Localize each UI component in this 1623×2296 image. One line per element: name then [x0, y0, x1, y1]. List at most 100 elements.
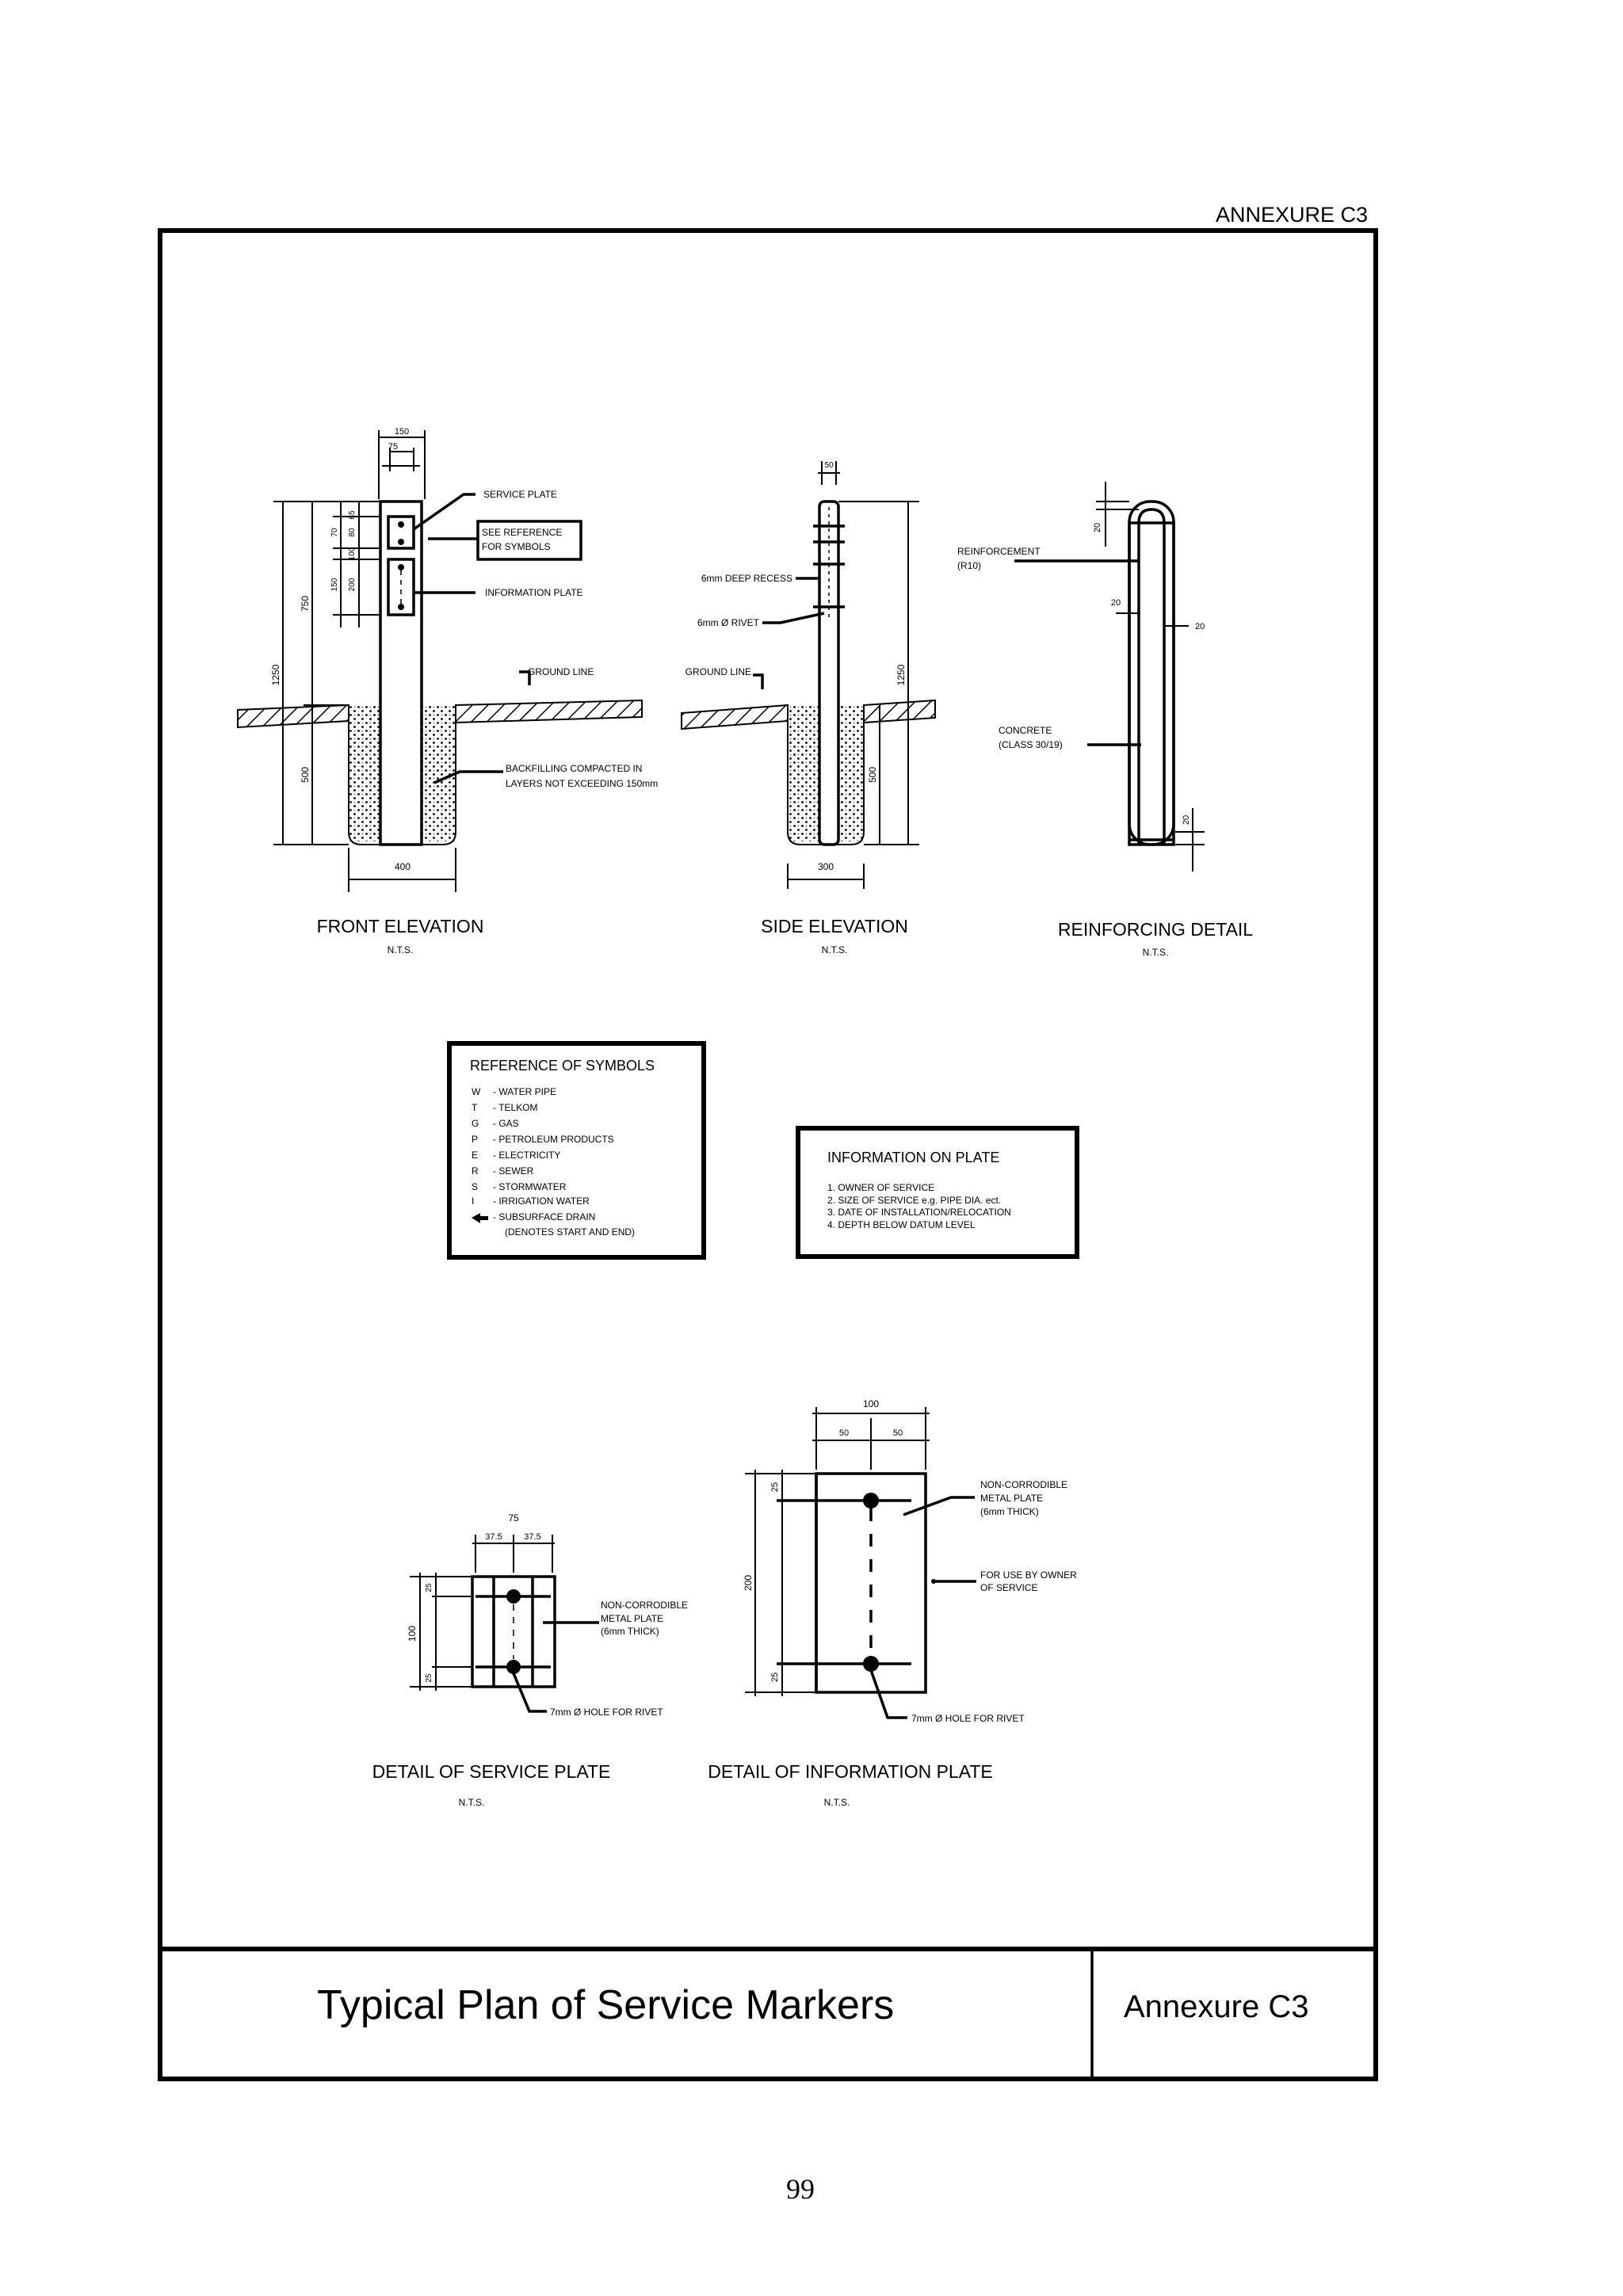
symbol-code: W	[472, 1086, 481, 1097]
information-plate-front	[387, 558, 415, 616]
service-plate-detail-title: DETAIL OF SERVICE PLATE	[372, 1761, 611, 1782]
dim-25-b-info: 25	[770, 1672, 780, 1682]
symbol-desc: - ELECTRICITY	[493, 1150, 560, 1161]
reinforcing-post	[1128, 500, 1175, 846]
dim-37-5-a-service: 37.5	[485, 1532, 502, 1542]
label-ground-line-side: GROUND LINE	[685, 666, 751, 677]
symbol-desc: - SUBSURFACE DRAIN	[493, 1211, 595, 1222]
label-ground-line-front: GROUND LINE	[528, 666, 594, 677]
reinforcing-detail-title: REINFORCING DETAIL	[1058, 919, 1253, 940]
side-post	[818, 500, 840, 846]
dim-500-side: 500	[867, 767, 878, 783]
dim-50-a-info: 50	[839, 1428, 849, 1438]
dim-1250-front: 1250	[270, 664, 281, 685]
info-box-title: INFORMATION ON PLATE	[827, 1150, 999, 1165]
label-metal-plate-2-info: METAL PLATE	[980, 1493, 1043, 1504]
dim-200-front: 200	[348, 578, 357, 591]
backfill-right	[422, 705, 456, 841]
dim-25-b-service: 25	[425, 1673, 433, 1683]
symbols-title: REFERENCE OF SYMBOLS	[470, 1058, 655, 1074]
symbol-code: P	[472, 1134, 478, 1145]
dim-150-left-front: 150	[330, 578, 339, 591]
service-plate-detail-scale: N.T.S.	[459, 1797, 485, 1808]
side-ground-hatch-right	[863, 699, 936, 724]
ground-hatch-left	[237, 704, 349, 729]
dim-20-bot-reinf: 20	[1182, 815, 1191, 825]
front-post	[379, 500, 423, 846]
dim-25-a-info: 25	[770, 1482, 780, 1492]
symbol-code: G	[472, 1118, 479, 1129]
label-see-reference-2: FOR SYMBOLS	[482, 541, 551, 552]
info-item: 1. OWNER OF SERVICE	[827, 1182, 934, 1193]
label-metal-plate-3-service: (6mm THICK)	[601, 1626, 659, 1637]
symbol-desc: - GAS	[493, 1118, 519, 1129]
dim-20-mid-b-reinf: 20	[1195, 622, 1205, 631]
reinforcing-bar	[1137, 508, 1166, 845]
dim-50-b-info: 50	[893, 1428, 903, 1438]
dim-25-a-service: 25	[425, 1583, 433, 1592]
symbol-desc: - SEWER	[493, 1165, 534, 1177]
front-elevation: 150 75 1250 750 500 65 70 80 100 150 200…	[237, 427, 658, 955]
dim-200-info: 200	[743, 1575, 754, 1591]
dim-100-service: 100	[407, 1626, 418, 1642]
dim-500-front: 500	[300, 767, 311, 783]
dim-50-side: 50	[824, 461, 834, 470]
symbol-desc: - WATER PIPE	[493, 1086, 556, 1097]
dim-75-service: 75	[508, 1512, 519, 1524]
symbol-code: S	[472, 1181, 478, 1192]
reinforcing-detail-scale: N.T.S.	[1143, 947, 1169, 958]
dim-150-front: 150	[395, 427, 409, 437]
symbol-code: T	[472, 1102, 478, 1113]
subsurface-drain-arrow-icon	[472, 1213, 488, 1223]
info-item: 2. SIZE OF SERVICE e.g. PIPE DIA. ect.	[827, 1195, 1001, 1206]
dim-70-front: 70	[330, 528, 339, 537]
ground-hatch-right	[455, 699, 643, 724]
symbol-desc-note: (DENOTES START AND END)	[505, 1226, 635, 1238]
label-concrete-1: CONCRETE	[999, 725, 1052, 736]
label-backfill-1: BACKFILLING COMPACTED IN	[506, 763, 642, 774]
label-deep-recess: 6mm DEEP RECESS	[701, 573, 792, 584]
symbols-list: W - WATER PIPE T - TELKOM G - GAS P - PE…	[472, 1086, 635, 1238]
symbol-code: R	[472, 1165, 479, 1177]
dim-80-front: 80	[348, 528, 357, 537]
label-reinforcement-1: REINFORCEMENT	[957, 546, 1041, 557]
label-metal-plate-3-info: (6mm THICK)	[980, 1506, 1039, 1517]
info-item: 4. DEPTH BELOW DATUM LEVEL	[827, 1219, 976, 1230]
label-metal-plate-1-service: NON-CORRODIBLE	[601, 1600, 688, 1611]
front-elevation-title: FRONT ELEVATION	[317, 916, 484, 936]
label-hole-info: 7mm Ø HOLE FOR RIVET	[911, 1713, 1025, 1724]
side-elevation-title: SIDE ELEVATION	[761, 916, 908, 936]
dim-1250-side: 1250	[896, 664, 907, 685]
label-service-plate: SERVICE PLATE	[483, 489, 557, 500]
side-elevation: 50 1250 500 300 6mm DEEP RECESS 6mm Ø RI…	[681, 461, 936, 955]
service-plate-outline	[471, 1575, 556, 1688]
info-plate-detail: 100 50 50 200 25 25 NON-CORRODIBLE METAL…	[708, 1398, 1077, 1808]
dim-37-5-b-service: 37.5	[524, 1532, 540, 1542]
info-box: INFORMATION ON PLATE 1. OWNER OF SERVICE…	[796, 1126, 1079, 1259]
info-item: 3. DATE OF INSTALLATION/RELOCATION	[827, 1207, 1011, 1218]
dim-75-front: 75	[388, 442, 398, 452]
info-plate-detail-title: DETAIL OF INFORMATION PLATE	[708, 1761, 993, 1782]
service-plate-front	[387, 515, 415, 550]
symbol-desc: - IRRIGATION WATER	[493, 1196, 590, 1207]
label-owner-1-info: FOR USE BY OWNER	[980, 1569, 1077, 1581]
see-reference-box	[476, 520, 582, 561]
dim-20-top-reinf: 20	[1093, 523, 1102, 532]
reinforcing-detail: 20 20 20 20 REINFORCEMENT (R10) CONCRETE…	[957, 482, 1253, 958]
symbol-code: E	[472, 1150, 478, 1161]
front-elevation-scale: N.T.S.	[388, 944, 414, 955]
dim-20-mid-a-reinf: 20	[1111, 598, 1121, 608]
label-concrete-2: (CLASS 30/19)	[999, 739, 1063, 750]
label-information-plate: INFORMATION PLATE	[485, 587, 583, 598]
info-plate-detail-scale: N.T.S.	[824, 1797, 850, 1808]
label-see-reference-1: SEE REFERENCE	[482, 527, 562, 538]
label-rivet: 6mm Ø RIVET	[697, 617, 760, 628]
dim-750-front: 750	[300, 596, 311, 612]
label-backfill-2: LAYERS NOT EXCEEDING 150mm	[506, 778, 658, 789]
backfill-left	[349, 705, 380, 841]
side-elevation-scale: N.T.S.	[822, 944, 848, 955]
label-owner-2-info: OF SERVICE	[980, 1582, 1037, 1593]
symbol-code: I	[472, 1196, 474, 1207]
symbol-desc: - PETROLEUM PRODUCTS	[493, 1134, 614, 1145]
